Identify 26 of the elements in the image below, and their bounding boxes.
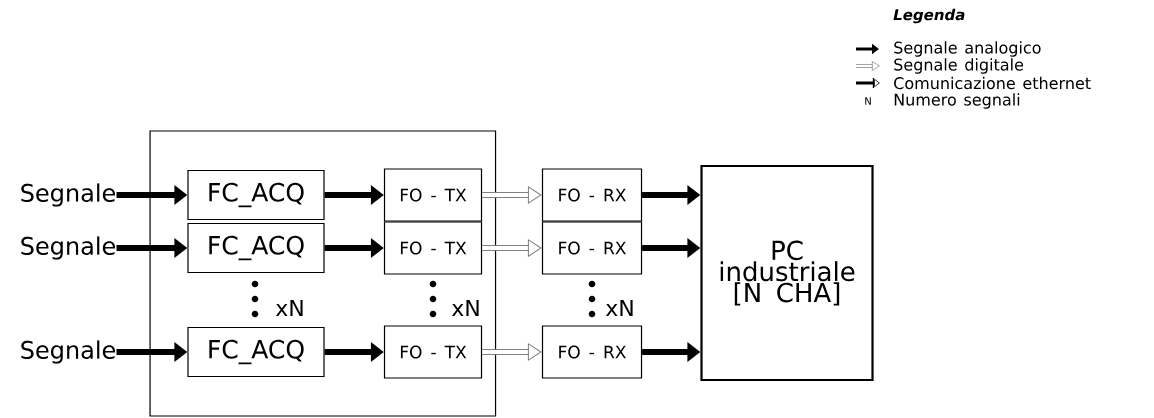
module-box: FC_ACQ [187, 169, 325, 221]
arrow [482, 186, 542, 204]
enclosure-box [149, 130, 497, 417]
arrow [482, 343, 542, 361]
legend-symbol: N [865, 97, 871, 105]
multiplier-label: xN [605, 300, 633, 316]
module-box: FO - RX [541, 325, 643, 379]
multiplier-label: xN [451, 300, 479, 316]
module-box: FC_ACQ [187, 326, 325, 378]
module-box: FO - TX [383, 168, 483, 222]
legend-text: Numero segnali [894, 93, 1020, 109]
module-box: FO - RX [541, 221, 643, 275]
legend-text: Segnale analogico [894, 41, 1041, 57]
computer-box: PC industriale [N CHA] [700, 164, 874, 382]
module-box: FO - RX [541, 168, 643, 222]
module-box: FC_ACQ [187, 222, 325, 274]
signal-label: Segnale [21, 183, 116, 207]
module-box: FO - TX [383, 325, 483, 379]
multiplier-label: xN [275, 300, 303, 316]
module-box: FO - TX [383, 221, 483, 275]
legend-text: Segnale digitale [894, 58, 1024, 74]
arrow [482, 239, 542, 257]
legend-text: Comunicazione ethernet [894, 76, 1091, 90]
legend-title: Legenda [893, 8, 965, 24]
signal-label: Segnale [21, 236, 116, 260]
signal-label: Segnale [21, 340, 116, 364]
